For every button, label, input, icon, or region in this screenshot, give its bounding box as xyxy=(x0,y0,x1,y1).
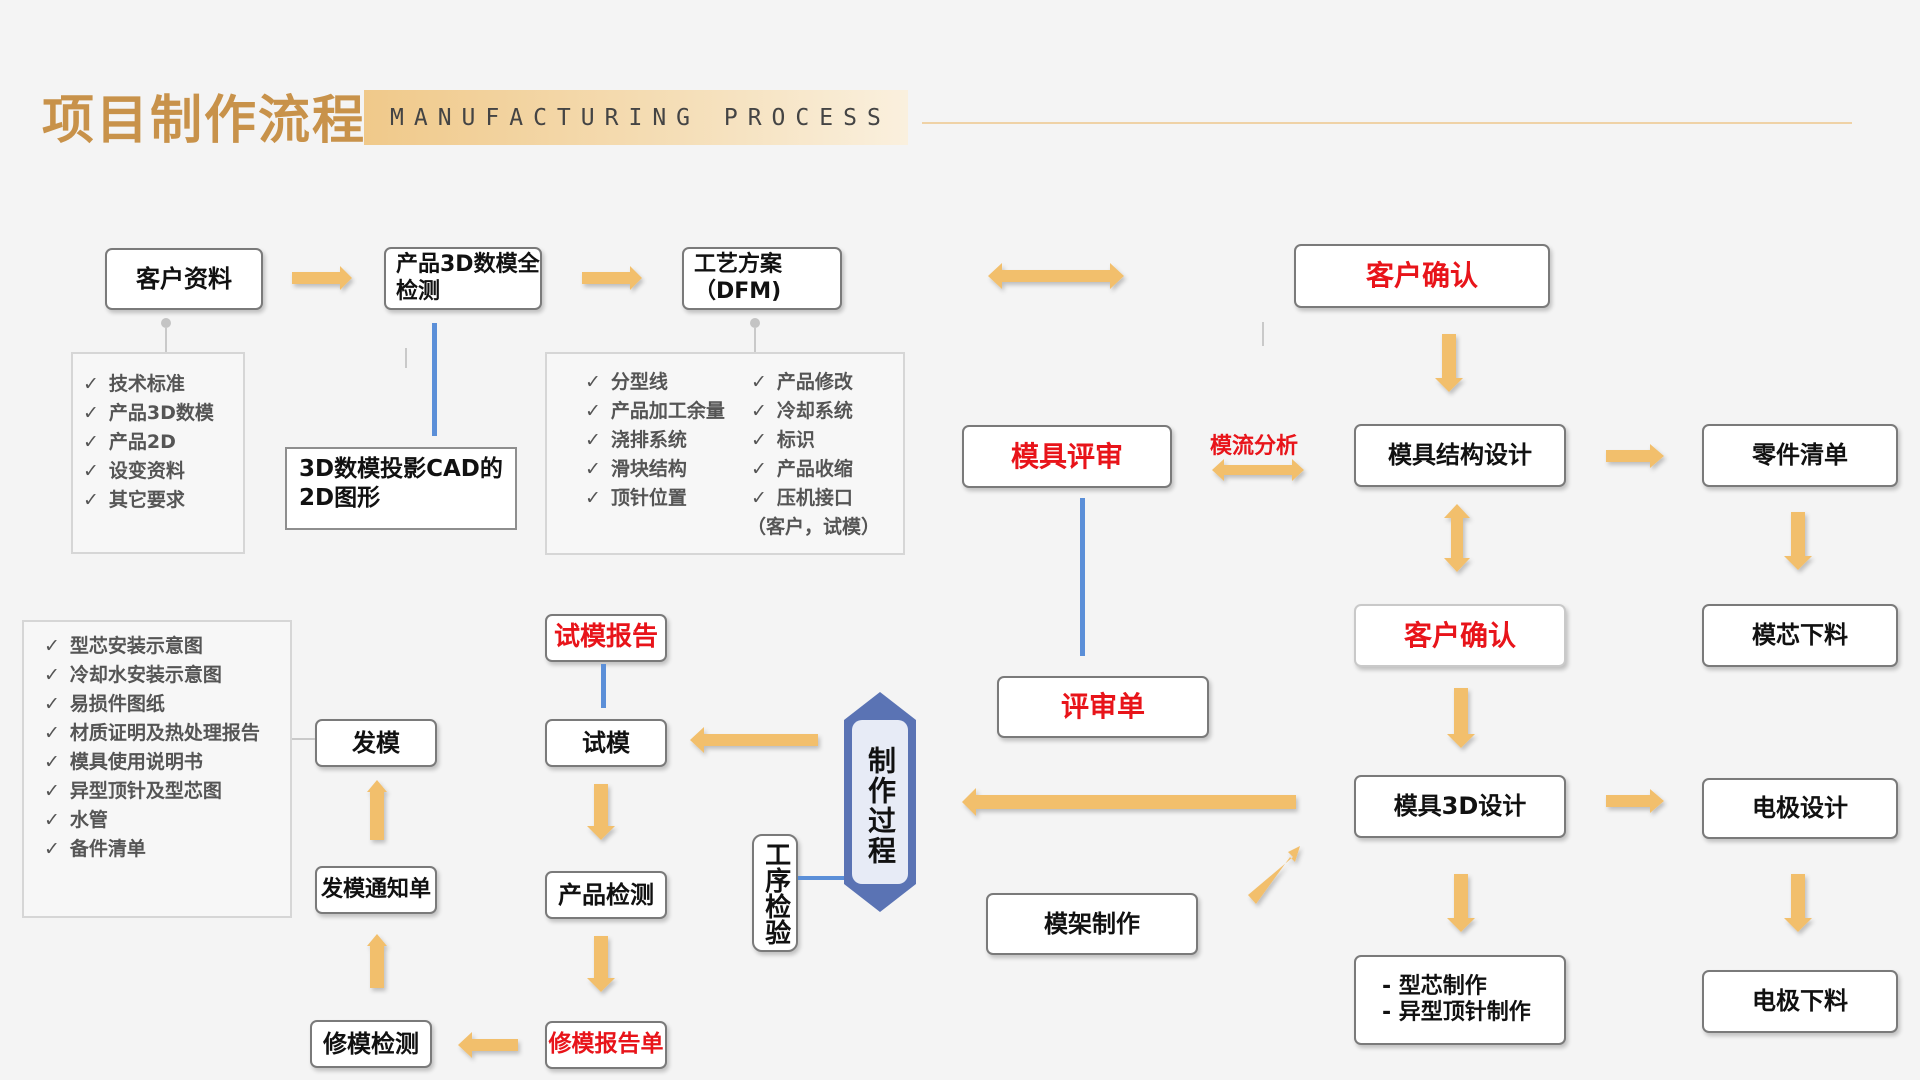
double-arrow-icon xyxy=(1444,504,1470,572)
node-mold-frame: 模架制作 xyxy=(986,893,1198,955)
node-product-3d-check: 产品3D数模全检测 xyxy=(384,247,542,310)
node-electrode-blanking: 电极下料 xyxy=(1702,970,1898,1033)
list-column: 分型线 产品加工余量 浇排系统 滑块结构 顶针位置 xyxy=(585,368,751,542)
list-item: 技术标准 xyxy=(83,370,243,399)
node-ship-notice: 发模通知单 xyxy=(315,866,437,914)
node-core-blanking: 模芯下料 xyxy=(1702,604,1898,667)
arrow-right-icon xyxy=(582,266,642,290)
arrow-down-icon xyxy=(1435,334,1463,392)
connector-line xyxy=(405,348,407,368)
list-item: 浇排系统 xyxy=(585,426,751,455)
node-ship-mold: 发模 xyxy=(315,719,437,767)
arrow-up-icon xyxy=(370,944,384,988)
node-cad-projection: 3D数模投影CAD的2D图形 xyxy=(285,447,517,530)
list-item: 滑块结构 xyxy=(585,455,751,484)
node-mold-3d-design: 模具3D设计 xyxy=(1354,775,1566,838)
list-item: 产品收缩 xyxy=(751,455,901,484)
arrow-right-icon xyxy=(1606,444,1664,468)
list-item: 其它要求 xyxy=(83,486,243,515)
connector-line xyxy=(754,328,756,352)
arrow-down-icon xyxy=(587,936,615,992)
connector-line xyxy=(290,738,315,740)
node-product-inspection: 产品检测 xyxy=(545,871,667,919)
list-item: 型芯安装示意图 xyxy=(44,632,290,661)
process-plan-list: 分型线 产品加工余量 浇排系统 滑块结构 顶针位置 产品修改 冷却系统 标识 产… xyxy=(545,352,905,555)
arrow-down-icon xyxy=(1447,688,1475,748)
arrow-up-icon xyxy=(367,780,387,792)
arrow-left-icon xyxy=(458,1032,518,1058)
list-item: 分型线 xyxy=(585,368,751,397)
node-mold-review: 模具评审 xyxy=(962,425,1172,488)
arrow-down-icon xyxy=(587,784,615,840)
arrow-left-icon xyxy=(690,727,818,753)
node-repair-report: 修模报告单 xyxy=(545,1021,667,1069)
connector-line xyxy=(1080,498,1085,656)
subtitle-banner xyxy=(364,90,908,145)
node-electrode-design: 电极设计 xyxy=(1702,778,1898,839)
connector-line xyxy=(165,328,167,352)
node-process-inspection: 工序检验 xyxy=(752,834,798,952)
node-customer-confirm-mid: 客户确认 xyxy=(1354,604,1566,667)
node-mold-structure-design: 模具结构设计 xyxy=(1354,424,1566,487)
page-subtitle: MANUFACTURING PROCESS xyxy=(390,105,891,131)
arrow-diagonal-icon xyxy=(1248,846,1300,904)
list-item: 产品加工余量 xyxy=(585,397,751,426)
core-making-line-2: - 异型顶针制作 xyxy=(1382,1000,1531,1025)
connector-dot xyxy=(750,318,760,328)
arrow-down-icon xyxy=(1447,874,1475,932)
arrow-down-icon xyxy=(1784,874,1812,932)
hexagon-inner xyxy=(852,720,908,884)
list-item: 设变资料 xyxy=(83,457,243,486)
list-item: 易损件图纸 xyxy=(44,690,290,719)
list-column: 产品修改 冷却系统 标识 产品收缩 压机接口 （客户，试模） xyxy=(747,368,901,542)
list-item: 模具使用说明书 xyxy=(44,748,290,777)
connector-line xyxy=(1262,322,1264,346)
arrow-up-icon xyxy=(367,934,387,946)
connector-dot xyxy=(161,318,171,328)
double-arrow-icon xyxy=(1212,459,1304,481)
list-item: 冷却系统 xyxy=(751,397,901,426)
ship-items-list: 型芯安装示意图 冷却水安装示意图 易损件图纸 材质证明及热处理报告 模具使用说明… xyxy=(22,620,292,918)
arrow-down-icon xyxy=(1784,512,1812,570)
list-item: 材质证明及热处理报告 xyxy=(44,719,290,748)
arrow-up-icon xyxy=(370,790,384,840)
core-making-line-1: - 型芯制作 xyxy=(1382,973,1487,999)
list-item: 顶针位置 xyxy=(585,484,751,513)
arrow-left-icon xyxy=(962,788,1296,816)
double-arrow-icon xyxy=(988,263,1124,289)
node-core-making: - 型芯制作 - 异型顶针制作 xyxy=(1354,955,1566,1045)
list-item: 水管 xyxy=(44,806,290,835)
arrow-right-icon xyxy=(1606,789,1664,813)
node-trial-report: 试模报告 xyxy=(545,614,667,662)
node-process-plan: 工艺方案（DFM) xyxy=(682,247,842,310)
list-item: 产品2D xyxy=(83,428,243,457)
node-customer-confirm-top: 客户确认 xyxy=(1294,244,1550,308)
list-item: 冷却水安装示意图 xyxy=(44,661,290,690)
connector-line xyxy=(601,664,606,708)
label-production-process: 制作过程 xyxy=(864,746,897,866)
title-rule xyxy=(922,122,1852,124)
list-note: （客户，试模） xyxy=(747,516,881,538)
list-item: 产品修改 xyxy=(751,368,901,397)
node-trial: 试模 xyxy=(545,719,667,767)
list-item: 压机接口 xyxy=(751,484,901,513)
node-parts-list: 零件清单 xyxy=(1702,424,1898,487)
connector-line xyxy=(432,323,437,436)
arrow-right-icon xyxy=(292,266,352,290)
page-title: 项目制作流程 xyxy=(42,91,367,151)
customer-data-list: 技术标准 产品3D数模 产品2D 设变资料 其它要求 xyxy=(71,352,245,554)
list-item: 备件清单 xyxy=(44,835,290,864)
node-customer-data: 客户资料 xyxy=(105,248,263,310)
label-flow-analysis: 模流分析 xyxy=(1210,434,1299,459)
list-item: 标识 xyxy=(751,426,901,455)
connector-line xyxy=(798,876,844,880)
list-item: 产品3D数模 xyxy=(83,399,243,428)
node-review-sheet: 评审单 xyxy=(997,676,1209,738)
node-repair-check: 修模检测 xyxy=(310,1020,432,1068)
list-item: 异型顶针及型芯图 xyxy=(44,777,290,806)
